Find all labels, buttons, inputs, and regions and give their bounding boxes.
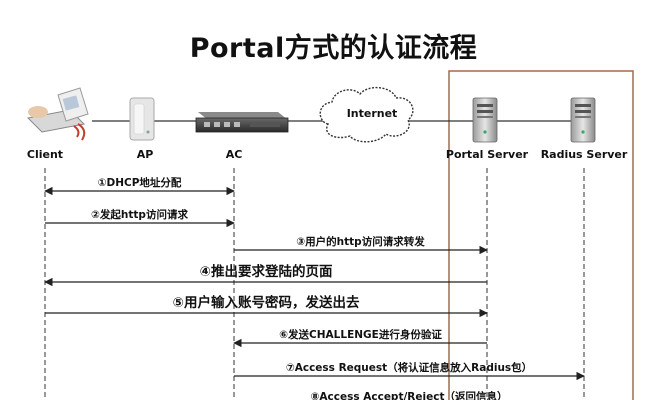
message-label-6: ⑥发送CHALLENGE进行身份验证 xyxy=(279,328,442,341)
message-label-5: ⑤用户输入账号密码，发送出去 xyxy=(173,294,360,311)
node-label-ac: AC xyxy=(226,148,243,161)
node-label-ap: AP xyxy=(137,148,154,161)
node-label-portal: Portal Server xyxy=(446,148,529,161)
node-label-radius: Radius Server xyxy=(541,148,628,161)
message-label-1: ①DHCP地址分配 xyxy=(98,176,182,189)
node-label-client: Client xyxy=(27,148,63,161)
internet-cloud-icon: Internet xyxy=(319,87,414,143)
ap-icon xyxy=(129,97,155,141)
diagram-title: Portal方式的认证流程 xyxy=(189,33,478,64)
server-frame xyxy=(448,70,634,400)
node-labels: Client AP AC Portal Server Radius Server xyxy=(27,148,628,161)
messages: ①DHCP地址分配 ②发起http访问请求 ③用户的http访问请求转发 ④推出要求登… xyxy=(44,176,585,400)
message-label-3: ③用户的http访问请求转发 xyxy=(296,235,425,248)
client-laptop-icon xyxy=(26,87,89,141)
internet-label: Internet xyxy=(347,107,398,120)
message-label-7: ⑦Access Request（将认证信息放入Radius包） xyxy=(286,361,532,374)
portal-server-icon xyxy=(472,97,498,143)
message-label-4: ④推出要求登陆的页面 xyxy=(200,263,333,280)
radius-server-icon xyxy=(570,97,596,143)
ac-device-icon xyxy=(195,112,289,133)
message-label-2: ②发起http访问请求 xyxy=(91,208,188,221)
message-label-8: ⑧Access Accept/Reject（返回信息） xyxy=(311,390,508,400)
